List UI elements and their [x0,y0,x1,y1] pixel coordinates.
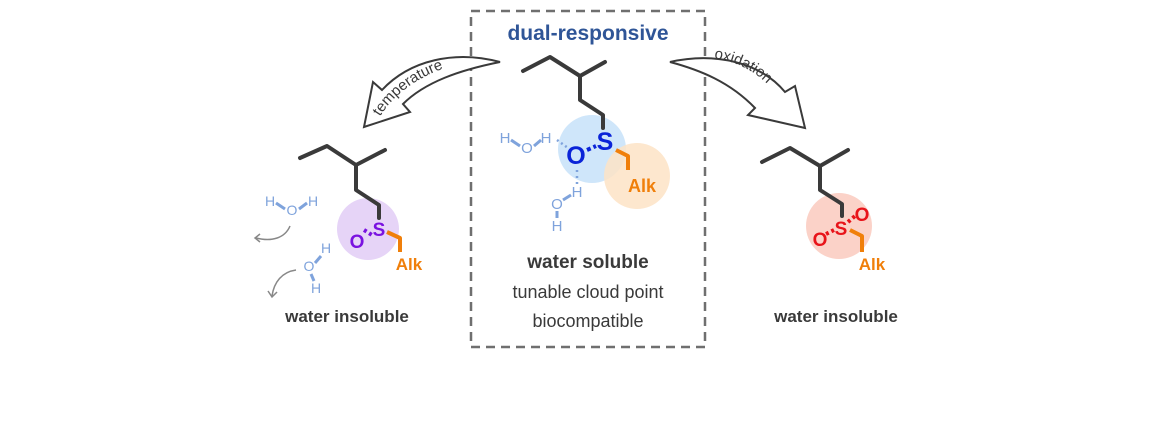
side-chain-bond [354,163,381,220]
water-hydrogen: H [572,184,583,201]
water-hydrogen: H [321,240,331,256]
sulfur-atom: S [835,219,848,240]
sulfur-atom: S [373,220,386,241]
drift-arrow-icon [255,225,291,241]
sulfone-highlight-circle [806,193,872,259]
water-bond [298,201,308,211]
alk-label: Alk [396,255,423,274]
water-bond [313,255,323,264]
side-chain-bond [578,74,605,130]
water-oxygen: O [551,196,563,213]
backbone-bond [760,146,850,168]
center-property-biocompatible: biocompatible [532,311,643,331]
right-molecule: S O O Alk [760,146,886,274]
center-state-label: water soluble [526,252,648,273]
sulfoxide-highlight-circle [337,198,399,260]
left-molecule: S O Alk H O H H O H [253,144,423,299]
alk-bond [615,148,630,170]
center-molecule: S O Alk H O H H O H [500,55,670,235]
double-bond [362,228,374,237]
sulfur-atom: S [597,128,614,156]
left-state-label: water insoluble [284,307,409,326]
alk-highlight-circle [604,143,670,209]
alk-label: Alk [859,255,886,274]
water-bond [510,138,521,148]
water-oxygen: O [287,202,298,218]
double-bond [825,228,835,236]
water-hydrogen: H [500,130,511,147]
double-bond [846,214,857,224]
alk-label: Alk [628,176,657,196]
water-bond [533,138,542,148]
oxygen-atom: O [566,142,585,170]
oxygen-atom: O [813,230,828,251]
side-chain-bond [818,164,844,218]
water-hydrogen: H [308,193,318,209]
backbone-bond [298,144,387,167]
water-hydrogen: H [541,130,552,147]
right-state-label: water insoluble [773,307,898,326]
drift-arrow-icon [271,269,297,297]
center-property-cloud-point: tunable cloud point [512,282,663,302]
double-bond [586,144,597,152]
water-oxygen: O [521,140,533,157]
oxidation-arrow: oxidation [669,45,807,130]
title-dual-responsive: dual-responsive [507,22,668,45]
water-bond [309,273,316,282]
water-bond [275,201,286,211]
drift-arrowhead-icon [253,233,261,243]
drift-arrowhead-icon [267,290,278,299]
oxygen-atom: O [350,232,365,253]
water-hydrogen: H [265,193,275,209]
alk-bond [849,228,864,252]
water-oxygen: O [304,258,315,274]
water-hydrogen: H [311,280,321,296]
alk-bond [386,230,402,252]
oxygen-atom: O [855,205,870,226]
backbone-bond [521,55,607,78]
hydrogen-bond [556,138,569,150]
water-hydrogen: H [552,218,563,235]
temperature-arrow: temperature [362,56,501,129]
water-bond [562,193,572,202]
